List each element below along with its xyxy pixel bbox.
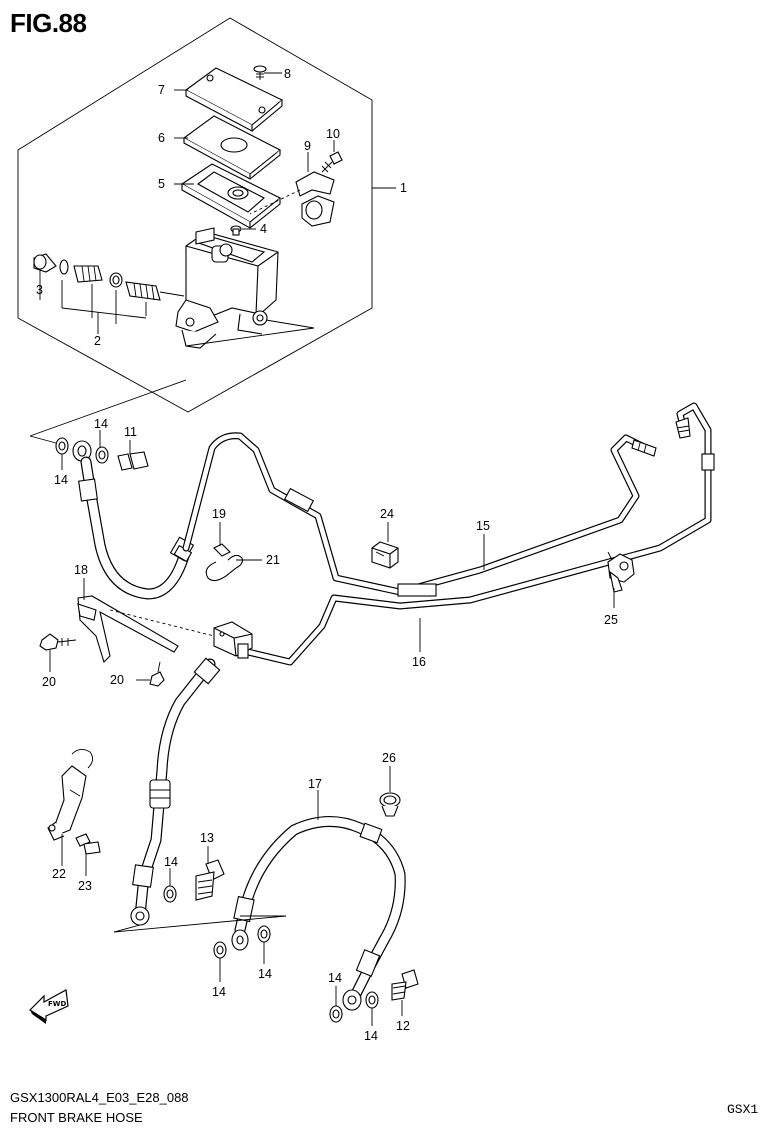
- plate-screw: [230, 225, 242, 236]
- sensor-bolt: [75, 833, 101, 855]
- callout-14f: 14: [328, 971, 342, 985]
- callout-26: 26: [382, 751, 396, 765]
- callout-21: 21: [266, 553, 280, 567]
- junction-block: [213, 621, 253, 659]
- callout-14a: 14: [94, 417, 108, 431]
- pipe-grommet: [371, 541, 399, 569]
- figure-code: GSX1300RAL4_E03_E28_088: [10, 1090, 189, 1105]
- callout-17: 17: [308, 777, 322, 791]
- figure-name: FRONT BRAKE HOSE: [10, 1110, 143, 1125]
- callout-15: 15: [476, 519, 490, 533]
- callout-14d: 14: [212, 985, 226, 999]
- callout-4: 4: [260, 222, 267, 236]
- callout-14b: 14: [54, 473, 68, 487]
- callout-12: 12: [396, 1019, 410, 1033]
- callout-19: 19: [212, 507, 226, 521]
- bracket-nut: [149, 661, 165, 687]
- figure-title: FIG.88: [10, 8, 87, 38]
- callout-25: 25: [604, 613, 618, 627]
- callout-9: 9: [304, 139, 311, 153]
- reservoir-cap: [184, 67, 284, 132]
- holder-bolt: [321, 151, 343, 173]
- pipe-clamp: [205, 543, 243, 581]
- brake-pipe-lower: [244, 402, 715, 666]
- callout-22: 22: [52, 867, 66, 881]
- model-tag: GSX1: [727, 1102, 759, 1117]
- hose-clamp-26: [379, 792, 401, 817]
- callout-3: 3: [36, 283, 43, 297]
- callout-13: 13: [200, 831, 214, 845]
- svg-text:FWD: FWD: [48, 1000, 67, 1008]
- pipe-clip: [607, 551, 635, 593]
- callout-8: 8: [284, 67, 291, 81]
- banjo-bolt-13: [195, 859, 225, 901]
- brake-pipe-upper: [182, 432, 657, 597]
- banjo-bolt-12: [391, 969, 419, 1001]
- callout-24: 24: [380, 507, 394, 521]
- callout-1: 1: [400, 181, 407, 195]
- callout-16: 16: [412, 655, 426, 669]
- diaphragm: [180, 163, 282, 229]
- hose-bracket: [77, 595, 215, 664]
- callout-11: 11: [124, 425, 137, 439]
- callout-14c: 14: [164, 855, 178, 869]
- callout-5: 5: [158, 177, 165, 191]
- callout-14g: 14: [364, 1029, 378, 1043]
- lower-left-hose: [130, 657, 221, 926]
- callout-14e: 14: [258, 967, 272, 981]
- piston-set: [33, 253, 185, 301]
- callout-20a: 20: [42, 675, 56, 689]
- callout-7: 7: [158, 83, 165, 97]
- washer: [163, 885, 177, 903]
- lever-holder: [295, 171, 335, 227]
- callout-20b: 20: [110, 673, 124, 687]
- fwd-arrow-icon: FWD: [29, 989, 69, 1024]
- upper-rubber-hose: [78, 456, 195, 600]
- diaphragm-plate: [182, 115, 282, 180]
- callout-2: 2: [94, 334, 101, 348]
- master-cylinder-body: [175, 227, 315, 349]
- screw: [253, 65, 267, 80]
- sensor-bracket: [47, 749, 93, 841]
- callout-18: 18: [74, 563, 88, 577]
- callout-6: 6: [158, 131, 165, 145]
- callout-23: 23: [78, 879, 92, 893]
- bracket-bolt: [39, 633, 77, 651]
- group-boundary: [17, 17, 373, 413]
- callout-10: 10: [326, 127, 340, 141]
- upper-banjo: [55, 437, 149, 471]
